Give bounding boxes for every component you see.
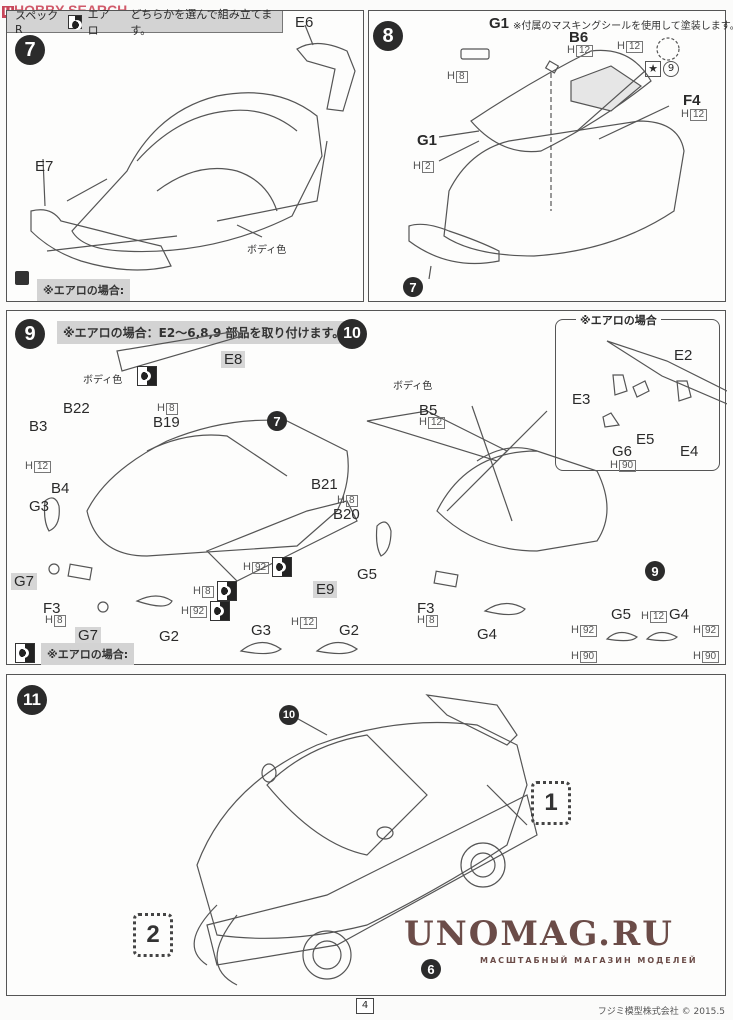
callout-1: 1 (531, 781, 571, 825)
part-b6-label: B6 (569, 29, 589, 46)
callout-2: 2 (133, 913, 173, 957)
step-ref-7: 7 (267, 411, 287, 431)
copyright: フジミ模型株式会社 © 2015.5 (597, 1007, 725, 1017)
paint-chip-icon (216, 581, 237, 601)
part-f3-label-10: F3 (417, 600, 435, 617)
part-e4-label: E4 (680, 443, 699, 460)
body-color-label: ボディ色 (247, 245, 287, 256)
part-f4-label: F4 (683, 92, 701, 109)
step-ref-9: 9 (645, 561, 665, 581)
step-9-aero-footnote: ※エアロの場合: (41, 643, 135, 665)
decal-number: 9 (663, 61, 679, 77)
part-g5-label: G5 (357, 566, 378, 583)
g1-note-part: G1 (489, 15, 510, 32)
step-number-7: 7 (15, 35, 45, 65)
paint-chip-icon (210, 601, 231, 621)
part-g2-label: G2 (159, 628, 180, 645)
lens-g3-label: G3 (251, 622, 272, 639)
lens-g4-label: G4 (669, 606, 690, 623)
part-g7-label-2: G7 (75, 627, 102, 644)
step-11-final-assembly-drawing (193, 694, 538, 986)
step-7-panel: スペックR エアロ どちらかを選んで組み立てます。 7 E6 E7 ボディ色 ※… (6, 8, 364, 302)
part-e3-label: E3 (572, 391, 591, 408)
part-b22-label: B22 (63, 400, 90, 417)
step-9-aero-note: ※エアロの場合：E2〜6,8,9 部品を取り付けます。 (57, 321, 351, 344)
aero-label: エアロ (87, 7, 110, 37)
page-number: 4 (356, 998, 374, 1014)
part-b3-label: B3 (29, 418, 48, 435)
step-number-8: 8 (373, 21, 403, 51)
lens-g5-label: G5 (611, 606, 632, 623)
step-ref-10: 10 (279, 705, 299, 725)
part-b21-label: B21 (311, 476, 338, 493)
unomag-watermark-subtitle: МАСШТАБНЫЙ МАГАЗИН МОДЕЛЕЙ (480, 956, 698, 965)
spec-r-label: スペックR (15, 9, 59, 36)
paint-chip-icon (272, 557, 293, 577)
step-number-11: 11 (17, 685, 47, 715)
header-note: スペックR エアロ どちらかを選んで組み立てます。 (7, 8, 283, 37)
aero-box-title: ※エアロの場合 (576, 312, 661, 328)
step-ref-6: 6 (421, 959, 441, 979)
part-e8-label: E8 (221, 351, 246, 368)
part-b19-label: B19 (153, 414, 180, 431)
part-e5-label: E5 (636, 431, 655, 448)
decal-star-icon: ★ (645, 61, 661, 77)
step-10-body-color: ボディ色 (393, 381, 433, 392)
step-8-body-drawing (408, 37, 685, 280)
part-g7-label: G7 (11, 573, 38, 590)
g1-masking-note: ※付属のマスキングシールを使用して塗装します。 (513, 21, 733, 32)
step-number-10: 10 (337, 319, 367, 349)
part-f3-label: F3 (43, 600, 61, 617)
part-b5-label: B5 (419, 402, 438, 419)
step-11-panel: 11 10 1 2 6 (6, 674, 726, 996)
step-9-10-panel: 9 ※エアロの場合：E2〜6,8,9 部品を取り付けます。 (6, 310, 727, 665)
part-e2-label: E2 (674, 347, 693, 364)
part-b20-label: B20 (333, 506, 360, 523)
choose-one-text: どちらかを選んで組み立てます。 (130, 7, 273, 37)
step-9-body-color: ボディ色 (83, 375, 123, 386)
glue-icon (15, 271, 29, 285)
paint-chip-icon (15, 643, 35, 663)
part-g3-label: G3 (29, 498, 50, 515)
part-g6-label: G6 (612, 443, 633, 460)
part-g1-label: G1 (417, 132, 438, 149)
step-ref-7: 7 (403, 277, 423, 297)
aero-note: ※エアロの場合: (37, 279, 131, 301)
part-e9-label: E9 (313, 581, 338, 598)
paint-chip-icon (68, 14, 83, 30)
part-g4-label: G4 (477, 626, 498, 643)
paint-chip-icon (137, 366, 157, 386)
step-7-body-drawing (30, 24, 356, 271)
unomag-watermark-title: UNOMAG.RU (404, 914, 674, 954)
part-b4-label: B4 (51, 480, 70, 497)
part-e7-label: E7 (35, 158, 54, 175)
step-number-9: 9 (15, 319, 45, 349)
lens-g2-label: G2 (339, 622, 360, 639)
part-e6-label: E6 (295, 14, 314, 31)
